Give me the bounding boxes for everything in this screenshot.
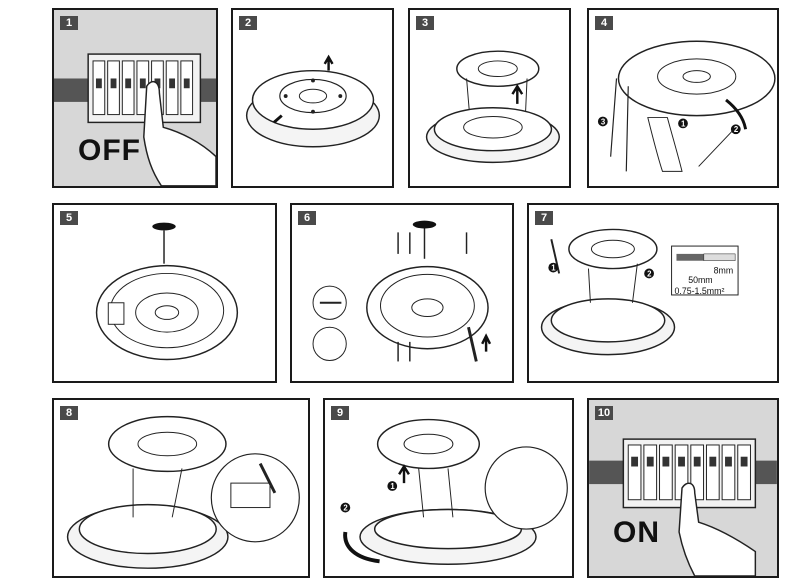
marker-1: 1 [678, 118, 688, 128]
step-number: 5 [60, 211, 78, 225]
rotate-arrow-icon [725, 98, 748, 130]
step-1-panel: 1 OFF [52, 8, 218, 188]
ceiling-lamp-icon: 1 2 8mm 50mm 0.75-1.5mm² [540, 228, 739, 356]
step-3-panel: 3 [408, 8, 571, 188]
marker-2: 2 [340, 502, 351, 512]
step-2-panel: 2 [231, 8, 394, 188]
svg-text:1: 1 [681, 119, 686, 128]
svg-text:1: 1 [551, 264, 556, 273]
step-10-panel: 10 ON [587, 398, 779, 578]
breaker-switch-icon [54, 53, 216, 186]
screwdriver-icon [698, 126, 737, 167]
step-number: 3 [416, 16, 434, 30]
step-number: 2 [239, 16, 257, 30]
step-number: 8 [60, 406, 78, 420]
up-arrow-icon [398, 464, 410, 484]
up-arrow-icon [511, 83, 524, 104]
marker-1: 1 [548, 262, 559, 273]
step-5-panel: 5 [52, 203, 277, 383]
step-7-panel: 7 1 2 8mm 50mm 0.75-1.5mm² [527, 203, 779, 383]
hand-icon [143, 80, 216, 186]
svg-text:50mm: 50mm [688, 275, 712, 285]
step-9-panel: 9 1 2 [323, 398, 574, 578]
step-8-panel: 8 [52, 398, 310, 578]
screw-icon [397, 232, 468, 362]
breaker-switch-icon [589, 438, 777, 576]
svg-text:2: 2 [734, 125, 739, 134]
hand-icon [647, 117, 683, 172]
ceiling-lamp-icon [312, 220, 492, 362]
rotate-arrow-icon [343, 531, 380, 564]
hand-icon [678, 482, 757, 576]
svg-text:1: 1 [390, 482, 395, 491]
ceiling-lamp-icon [425, 50, 560, 164]
screwdriver-icon [467, 326, 478, 362]
svg-text:8mm: 8mm [714, 265, 734, 275]
up-arrow-icon [323, 54, 334, 71]
step-number: 7 [535, 211, 553, 225]
svg-text:2: 2 [647, 269, 652, 278]
off-caption: OFF [78, 134, 141, 167]
step-4-panel: 4 1 2 3 [587, 8, 779, 188]
step-number: 9 [331, 406, 349, 420]
step-number: 6 [298, 211, 316, 225]
screwdriver-icon [258, 462, 277, 494]
marker-2: 2 [730, 124, 741, 134]
ceiling-lamp-icon [66, 415, 300, 569]
wire-spec: 8mm 50mm 0.75-1.5mm² [671, 245, 739, 296]
step-number: 10 [595, 406, 613, 420]
ceiling-lamp-icon [95, 222, 239, 361]
ceiling-lamp-icon: 1 2 [340, 418, 568, 565]
marker-2: 2 [644, 268, 654, 278]
step-number: 4 [595, 16, 613, 30]
ceiling-lamp-icon: 1 2 3 [597, 40, 776, 172]
marker-1: 1 [387, 481, 398, 491]
svg-text:0.75-1.5mm²: 0.75-1.5mm² [675, 286, 725, 296]
up-arrow-icon [481, 333, 492, 352]
step-6-panel: 6 [290, 203, 514, 383]
ceiling-lamp-icon [245, 54, 381, 148]
svg-text:2: 2 [343, 503, 348, 512]
step-number: 1 [60, 16, 78, 30]
marker-3: 3 [597, 116, 608, 126]
on-caption: ON [613, 516, 660, 549]
svg-text:3: 3 [601, 117, 606, 126]
